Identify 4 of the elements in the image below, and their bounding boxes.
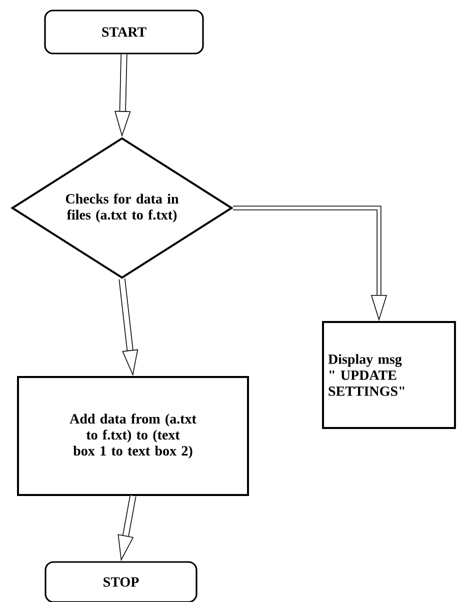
- process-box: Add data from (a.txt to f.txt) to (text box 1 to text box 2): [17, 376, 249, 496]
- start-terminal: START: [44, 10, 204, 54]
- stop-terminal: STOP: [44, 561, 198, 602]
- process-box: Display msg " UPDATE SETTINGS": [322, 321, 456, 429]
